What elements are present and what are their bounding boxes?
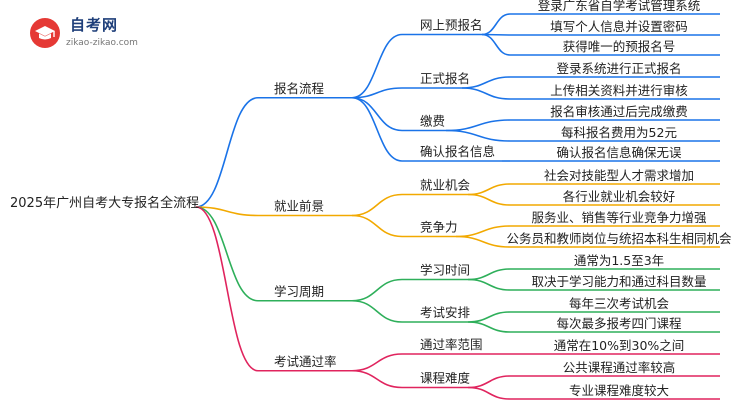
leaf-node: 通常在10%到30%之间 — [554, 338, 685, 353]
edge-topic-leaf — [481, 13, 511, 36]
edge-branch-topic — [351, 278, 403, 302]
leaf-node: 各行业就业机会较好 — [563, 189, 676, 204]
leaf-node: 专业课程难度较大 — [569, 383, 669, 398]
topic-node: 网上预报名 — [420, 18, 483, 33]
edge-branch-topic — [351, 299, 403, 323]
edge-branch-topic — [351, 369, 403, 389]
leaf-node: 公共课程通过率较高 — [563, 360, 676, 375]
leaf-node: 登录广东省自学考试管理系统 — [538, 0, 701, 13]
leaf-node: 公务员和教师岗位与统招本科生相同机会 — [506, 231, 732, 246]
logo-url: zikao-zikao.com — [66, 38, 138, 48]
topic-node: 就业机会 — [420, 178, 471, 193]
edge-branch-topic — [351, 96, 403, 132]
topic-node: 学习时间 — [420, 263, 470, 278]
edge-topic-leaf — [467, 278, 511, 291]
leaf-node: 社会对技能型人才需求增加 — [544, 168, 694, 183]
branch-node: 学习周期 — [274, 284, 324, 299]
leaf-node: 服务业、销售等行业竞争力增强 — [531, 210, 707, 225]
branch-node: 就业前景 — [274, 199, 324, 214]
topic-node: 正式报名 — [420, 71, 470, 86]
edge-topic-leaf — [467, 193, 511, 206]
edge-root-branch — [195, 206, 259, 372]
mindmap-nodes: 2025年广州自考大专报名全流程 报名流程 网上预报名 登录广东省自学考试管理系统填写… — [10, 0, 732, 398]
edge-topic-leaf — [467, 386, 511, 400]
leaf-node: 报名审核通过后完成缴费 — [550, 104, 688, 119]
site-logo[interactable]: 自考网 zikao-zikao.com — [28, 12, 168, 54]
leaf-node: 每科报名费用为52元 — [561, 125, 677, 140]
leaf-node: 填写个人信息并设置密码 — [550, 19, 688, 34]
leaf-node: 通常为1.5至3年 — [574, 253, 664, 268]
root-node: 2025年广州自考大专报名全流程 — [10, 195, 199, 211]
edge-root-branch — [195, 206, 259, 217]
edge-branch-topic — [351, 353, 403, 372]
edge-topic-leaf — [467, 183, 511, 196]
logo-name: 自考网 — [70, 16, 119, 34]
edge-branch-topic — [351, 193, 403, 217]
topic-node: 竞争力 — [420, 220, 458, 235]
edge-topic-leaf — [467, 311, 511, 323]
edge-topic-leaf — [467, 268, 511, 281]
edge-topic-leaf — [455, 235, 511, 248]
edge-branch-topic — [351, 87, 403, 99]
edge-topic-leaf — [467, 321, 511, 333]
leaf-node: 获得唯一的预报名号 — [563, 39, 676, 54]
topic-node: 课程难度 — [420, 371, 471, 386]
edge-topic-leaf — [455, 225, 511, 238]
edge-topic-leaf — [445, 129, 511, 142]
branch-node: 考试通过率 — [274, 354, 337, 369]
leaf-node: 登录系统进行正式报名 — [556, 61, 681, 76]
graduation-cap-icon — [30, 18, 60, 48]
topic-node: 确认报名信息 — [420, 144, 495, 159]
edge-branch-topic — [351, 33, 403, 99]
topic-node: 缴费 — [420, 114, 445, 129]
edge-topic-leaf — [461, 87, 511, 100]
topic-node: 考试安排 — [420, 305, 471, 320]
edge-topic-leaf — [445, 119, 511, 132]
edge-topic-leaf — [481, 33, 511, 56]
branch-node: 报名流程 — [274, 81, 325, 96]
edge-topic-leaf — [467, 375, 511, 389]
leaf-node: 每年三次考试机会 — [569, 296, 670, 311]
leaf-node: 取决于学习能力和通过科目数量 — [531, 274, 706, 289]
leaf-node: 确认报名信息确保无误 — [556, 145, 682, 160]
leaf-node: 每次最多报考四门课程 — [556, 316, 682, 331]
topic-node: 通过率范围 — [420, 337, 483, 352]
edge-root-branch — [195, 206, 259, 302]
edge-branch-topic — [351, 96, 403, 162]
leaf-node: 上传相关资料并进行审核 — [550, 83, 688, 98]
mindmap-edges — [195, 13, 720, 400]
edge-branch-topic — [351, 214, 403, 238]
edge-root-branch — [195, 96, 259, 208]
